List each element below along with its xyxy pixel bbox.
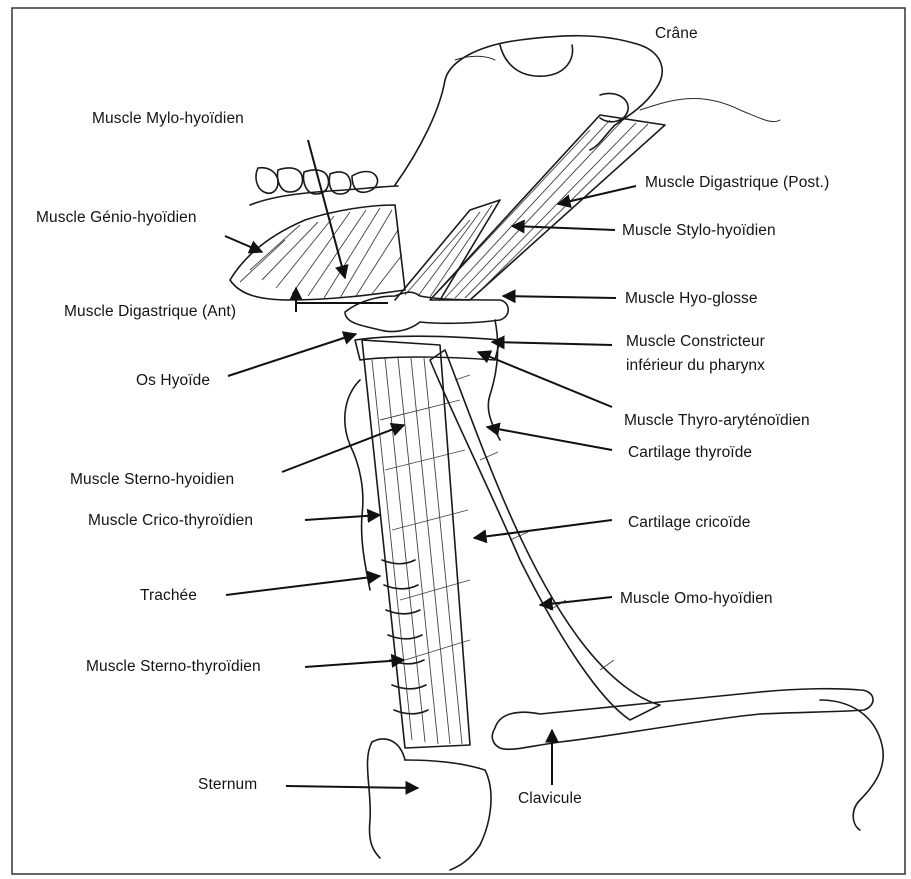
hyoid-bone xyxy=(345,292,508,331)
constrictor-band xyxy=(355,336,500,360)
pointer-crico-thyroidien xyxy=(305,515,380,520)
larynx-left-outline xyxy=(345,380,370,590)
label-os-hyoide: Os Hyoïde xyxy=(136,372,210,389)
mylohyoid-hatching xyxy=(240,208,402,298)
label-sterno-thyroidien: Muscle Sterno-thyroïdien xyxy=(86,658,261,675)
pointer-trachee xyxy=(226,576,380,595)
label-thyro-arytenoidien: Muscle Thyro-aryténoïdien xyxy=(624,412,810,429)
figure-frame xyxy=(12,8,905,874)
pointer-cartilage-thyroide xyxy=(487,427,612,450)
pointer-sterno-hyoidien xyxy=(282,425,404,472)
pointer-genio-hyoidien xyxy=(225,236,262,252)
label-sternum: Sternum xyxy=(198,776,257,793)
label-cartilage-thyroide: Cartilage thyroïde xyxy=(628,444,752,461)
pointer-cartilage-cricoide xyxy=(474,520,612,538)
label-crico-thyroidien: Muscle Crico-thyroïdien xyxy=(88,512,253,529)
neck-anatomy-drawing xyxy=(230,36,883,870)
label-constricteur-line1: Muscle Constricteur xyxy=(626,333,765,350)
label-stylo-hyoidien: Muscle Stylo-hyoïdien xyxy=(622,222,776,239)
sternum-bone xyxy=(367,742,491,870)
label-omo-hyoidien: Muscle Omo-hyoïdien xyxy=(620,590,773,607)
pointer-stylo-hyoidien xyxy=(512,226,615,230)
pointer-sternum xyxy=(286,786,418,788)
label-digastrique-ant: Muscle Digastrique (Ant) xyxy=(64,303,236,320)
label-cartilage-cricoide: Cartilage cricoïde xyxy=(628,514,750,531)
clavicle-bone xyxy=(492,689,873,750)
pointer-constricteur xyxy=(492,342,612,345)
label-mylo-hyoidien: Muscle Mylo-hyoïdien xyxy=(92,110,244,127)
pointer-mylo-hyoidien xyxy=(308,140,345,278)
pointer-sterno-thyroidien xyxy=(305,660,404,667)
pointer-thyro-arytenoidien xyxy=(478,352,612,407)
label-sterno-hyoidien: Muscle Sterno-hyoidien xyxy=(70,471,234,488)
label-crane: Crâne xyxy=(655,25,698,42)
shoulder-outline xyxy=(820,700,883,830)
label-digastrique-post: Muscle Digastrique (Post.) xyxy=(645,174,829,191)
pointer-hyo-glosse xyxy=(503,296,616,298)
label-genio-hyoidien: Muscle Génio-hyoïdien xyxy=(36,209,197,226)
label-hyo-glosse: Muscle Hyo-glosse xyxy=(625,290,758,307)
larynx-right-outline xyxy=(488,320,500,440)
label-trachee: Trachée xyxy=(140,587,197,604)
pointer-omo-hyoidien xyxy=(540,597,612,605)
label-clavicule: Clavicule xyxy=(518,790,582,807)
label-constricteur-line2: inférieur du pharynx xyxy=(626,357,765,374)
pointer-digastrique-post xyxy=(558,186,636,204)
pointer-os-hyoide xyxy=(228,334,356,376)
